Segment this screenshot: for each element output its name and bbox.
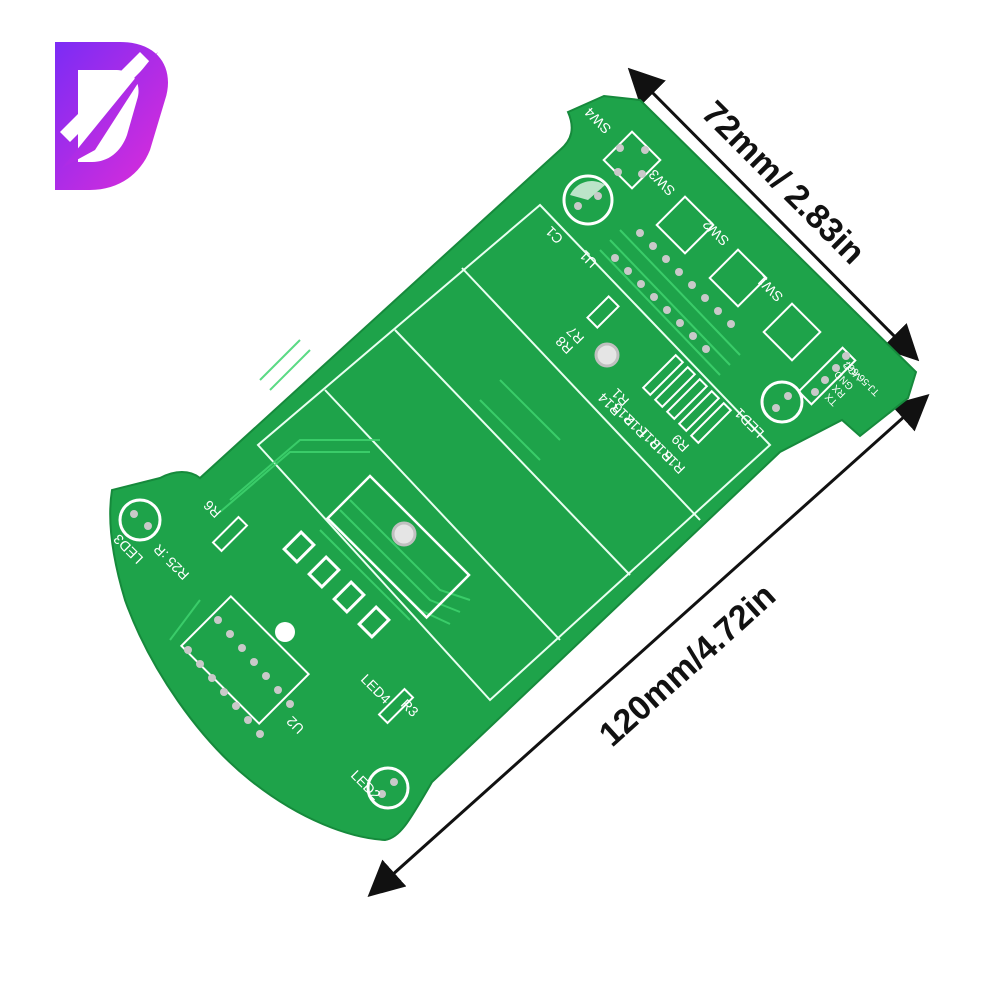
board-outline-frame [256,203,772,702]
mounting-hole-bottom [275,622,295,642]
pcb-traces [169,229,741,641]
u2-ic-footprint: U2 [179,594,311,738]
seven-segment-display-footprint [282,474,471,639]
mounting-hole-top [594,342,620,368]
mounting-hole-center [391,521,417,547]
resistor-bank [641,353,733,445]
brand-logo [55,42,168,190]
pcb-board: C1 SW4 SW3 SW2 SW1 U1 [109,94,918,842]
